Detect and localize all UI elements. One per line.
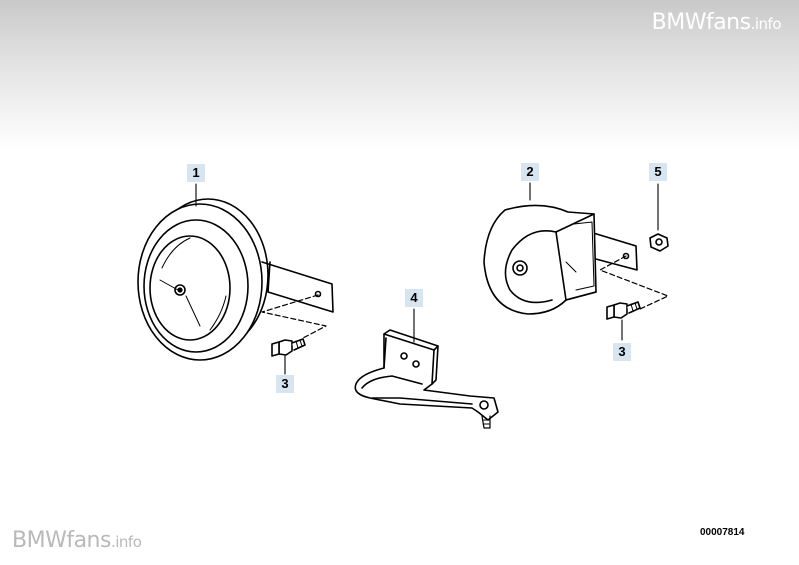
horn-2	[483, 204, 638, 315]
horn-2-bracket-hole	[622, 252, 630, 260]
diagram-number: 00007814	[700, 527, 745, 538]
watermark-top-suffix: .info	[750, 15, 782, 33]
bracket-4	[354, 329, 499, 429]
watermark-bottom-main: BMWfans	[12, 528, 111, 553]
callout-4: 4	[405, 289, 423, 307]
horn-1-center	[174, 284, 186, 296]
watermark-bottom-suffix: .info	[110, 533, 142, 551]
callout-2: 2	[521, 163, 539, 181]
horn-2-center	[512, 260, 528, 276]
horn-1-bracket-hole	[314, 290, 322, 298]
watermark-top-main: BMWfans	[651, 10, 751, 35]
nut-5	[649, 233, 669, 252]
horn-1	[137, 198, 334, 361]
callout-1: 1	[187, 164, 205, 182]
bolt-3-left	[271, 338, 306, 357]
watermark-top: BMWfans.info	[651, 10, 782, 35]
assembly-line-1	[261, 294, 327, 339]
horn-2-face	[504, 230, 557, 304]
callout-3-right: 3	[613, 343, 631, 361]
leader-lines	[195, 182, 659, 375]
horn-2-bracket	[589, 231, 638, 271]
horn-1-rim	[137, 203, 263, 361]
horn-2-body	[483, 204, 597, 315]
watermark-bottom: BMWfans.info	[12, 528, 142, 553]
horn-1-bracket	[261, 261, 334, 313]
horn-1-cone	[149, 235, 231, 341]
assembly-line-2	[599, 255, 669, 311]
callout-3-left: 3	[276, 375, 294, 393]
header-gradient	[0, 0, 799, 150]
callout-5: 5	[649, 163, 667, 181]
bolt-3-right	[606, 301, 641, 320]
